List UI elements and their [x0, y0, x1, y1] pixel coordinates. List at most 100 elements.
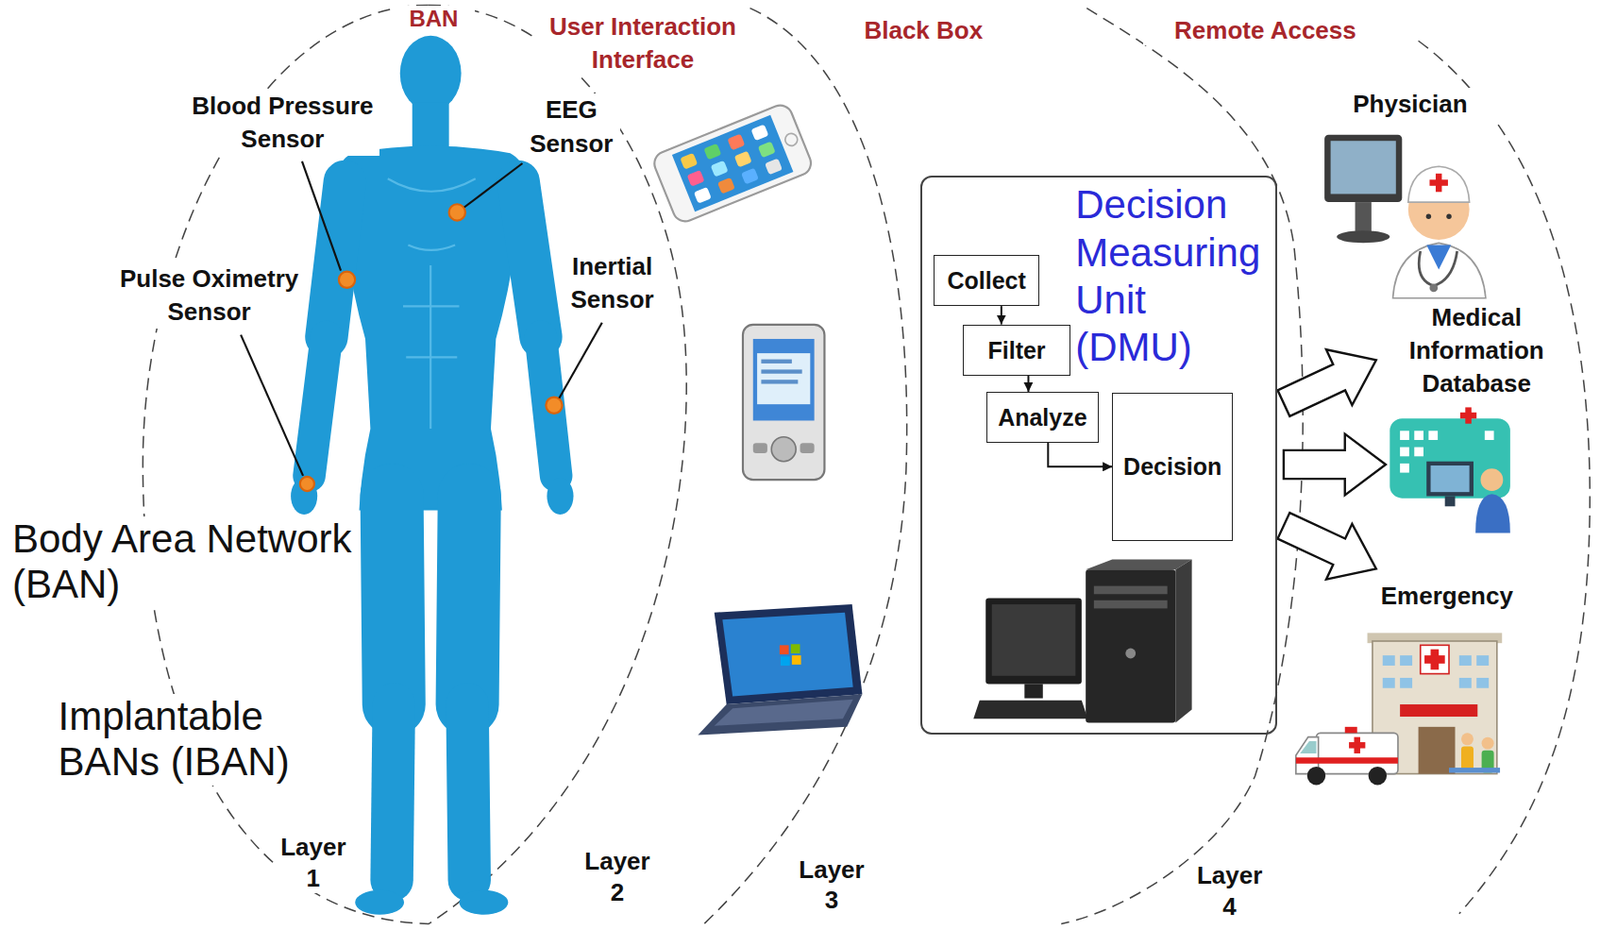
database-icon-part — [1414, 430, 1424, 440]
database-icon-part — [1465, 406, 1471, 423]
layer-heading: Remote Access — [1143, 16, 1388, 46]
pda-icon-part — [760, 379, 798, 384]
label-patch: Implantable BANs (IBAN) — [58, 693, 335, 786]
hollow-arrow — [1270, 332, 1389, 597]
label-patch: Physician — [1323, 87, 1498, 121]
desktop-computer-part — [1125, 648, 1136, 659]
smartphone-icon-part — [726, 134, 745, 152]
laptop-icon-part — [780, 656, 791, 666]
hollow-arrow-part — [1283, 434, 1386, 496]
laptop-icon-part — [714, 699, 854, 726]
pda-icon — [742, 324, 825, 480]
leader-line-part — [240, 335, 304, 476]
label-patch: User Interaction Interface — [533, 10, 753, 77]
laptop-icon — [697, 604, 862, 735]
database-icon-part — [1389, 418, 1511, 498]
leader-line-part — [464, 163, 523, 207]
process-box: Collect — [933, 254, 1040, 306]
database-icon-part — [1399, 463, 1410, 473]
smartphone-icon-part — [703, 143, 722, 161]
flow-arrow — [1027, 375, 1029, 392]
layer-heading: User Interaction Interface — [533, 10, 753, 77]
pda-icon-part — [771, 437, 796, 462]
physician-icon-part — [1336, 230, 1390, 243]
smartphone-icon-part — [764, 158, 783, 176]
smartphone-icon-part — [717, 177, 736, 195]
laptop-icon-part — [791, 655, 802, 665]
sensor-dot-part — [449, 203, 466, 220]
emergency-icon-part — [1399, 655, 1413, 666]
destination-label: Medical Information Database — [1399, 301, 1553, 401]
smartphone-icon-part — [757, 141, 776, 159]
human-figure-part — [326, 181, 345, 337]
smartphone-icon-part — [710, 160, 729, 178]
sensor-label: Pulse Oximetry Sensor — [112, 262, 306, 329]
physician-icon-part — [1408, 166, 1470, 203]
database-icon-part — [1399, 447, 1410, 457]
laptop-icon-part — [722, 612, 853, 697]
emergency-icon-part — [1424, 655, 1446, 664]
smartphone-icon-part — [783, 131, 800, 148]
emergency-icon-part — [1461, 745, 1474, 771]
emergency-icon-part — [1348, 741, 1365, 748]
physician-icon-part — [1426, 214, 1432, 219]
layer-boundary-part — [142, 4, 687, 924]
emergency-icon-part — [1459, 655, 1472, 666]
desktop-computer-part — [1094, 586, 1168, 595]
physician-icon-part — [1429, 284, 1438, 293]
emergency-icon-part — [1368, 766, 1387, 785]
laptop-icon-part — [697, 693, 862, 735]
database-icon — [1389, 406, 1511, 533]
smartphone-icon-part — [734, 151, 753, 169]
emergency-icon-part — [1418, 726, 1456, 775]
network-label: Body Area Network (BAN) — [12, 516, 360, 608]
emergency-icon — [1296, 632, 1502, 785]
human-figure-part — [458, 890, 508, 915]
flow-arrow — [1047, 442, 1112, 467]
human-figure-part — [309, 336, 327, 476]
label-patch: Pulse Oximetry Sensor — [112, 262, 306, 329]
desktop-computer-part — [992, 604, 1077, 676]
human-figure-part — [400, 35, 462, 112]
layer-number: Layer 4 — [1193, 859, 1267, 922]
layer-heading: Black Box — [831, 16, 1016, 46]
smartphone-icon-part — [741, 168, 759, 186]
leader-line-part — [558, 322, 602, 399]
emergency-icon-part — [1482, 737, 1495, 750]
laptop-icon-part — [779, 644, 790, 655]
destination-label: Emergency — [1355, 579, 1540, 613]
database-icon-part — [1431, 465, 1470, 492]
human-figure-part — [467, 704, 470, 880]
layer-number: Layer 3 — [794, 854, 869, 916]
human-figure-part — [467, 494, 470, 705]
pda-icon-part — [760, 369, 802, 373]
label-patch: Medical Information Database — [1399, 301, 1553, 401]
step-label: Collect — [946, 266, 1026, 295]
sensor-dot — [300, 203, 563, 491]
emergency-icon-part — [1382, 655, 1396, 666]
physician-icon-part — [1426, 244, 1451, 270]
human-figure-part — [354, 890, 405, 915]
database-icon-part — [1481, 468, 1504, 491]
label-patch: Layer 2 — [580, 845, 655, 908]
label-patch: Remote Access — [1143, 16, 1388, 46]
pda-icon-part — [753, 442, 768, 454]
physician-icon — [1324, 134, 1486, 299]
emergency-icon-part — [1399, 677, 1413, 689]
sensor-dot-part — [338, 271, 355, 288]
pda-icon-part — [760, 359, 792, 364]
smartphone-icon — [650, 101, 814, 226]
database-icon-part — [1428, 430, 1438, 440]
desktop-computer — [973, 559, 1192, 724]
layer-boundary — [142, 4, 1590, 924]
database-icon-part — [1426, 461, 1474, 497]
layer-number: Layer 1 — [276, 831, 351, 893]
emergency-icon-part — [1448, 767, 1500, 773]
smartphone-icon-part — [650, 101, 814, 226]
emergency-icon-part — [1461, 732, 1474, 745]
step-label: Decision — [1123, 452, 1222, 481]
desktop-computer-part — [985, 598, 1082, 685]
physician-icon-part — [1446, 214, 1451, 219]
physician-icon-part — [1324, 134, 1402, 203]
desktop-computer-part — [1085, 569, 1176, 723]
